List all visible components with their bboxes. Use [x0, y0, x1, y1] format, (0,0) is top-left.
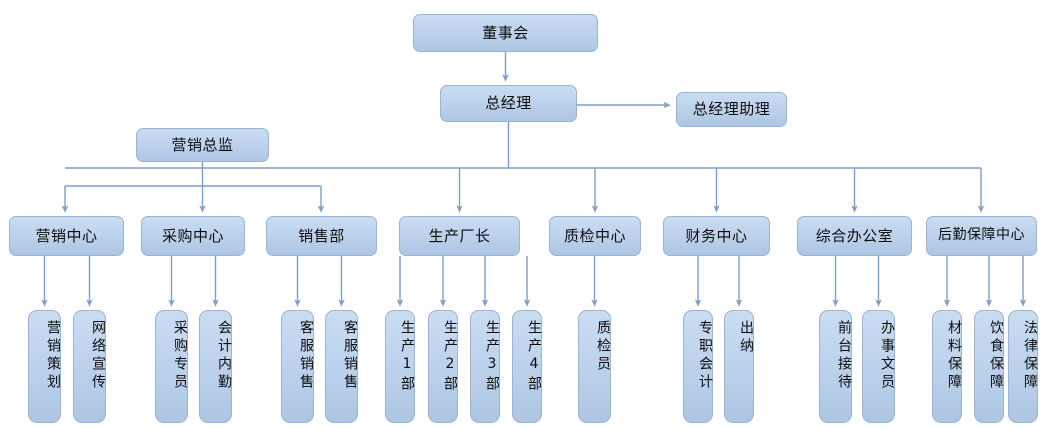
- node-full-accountant[interactable]: 专职会计: [683, 310, 713, 423]
- node-office-clerk[interactable]: 办事文员: [862, 310, 895, 423]
- node-logistics-center[interactable]: 后勤保障中心: [926, 216, 1037, 256]
- node-legal-support[interactable]: 法律保障: [1008, 310, 1038, 423]
- node-finance-center[interactable]: 财务中心: [663, 216, 770, 256]
- node-marketing-director[interactable]: 营销总监: [136, 128, 269, 162]
- node-network-promotion[interactable]: 网络宣传: [73, 310, 106, 423]
- node-general-office[interactable]: 综合办公室: [797, 216, 912, 256]
- node-marketing-planning[interactable]: 营销策划: [28, 310, 61, 423]
- node-production-4[interactable]: 生产4部: [512, 310, 542, 423]
- node-general-manager[interactable]: 总经理: [440, 85, 577, 122]
- node-purchasing-center[interactable]: 采购中心: [141, 216, 245, 256]
- node-front-desk[interactable]: 前台接待: [819, 310, 852, 423]
- node-board[interactable]: 董事会: [413, 14, 598, 52]
- node-sales-dept[interactable]: 销售部: [266, 216, 377, 256]
- node-cashier[interactable]: 出纳: [724, 310, 754, 423]
- node-customer-sales-1[interactable]: 客服销售: [281, 310, 314, 423]
- node-purchasing-officer[interactable]: 采购专员: [155, 310, 188, 423]
- node-general-manager-assistant[interactable]: 总经理助理: [676, 92, 787, 127]
- node-production-chief[interactable]: 生产厂长: [399, 216, 520, 256]
- node-qc-inspector[interactable]: 质检员: [578, 310, 611, 423]
- node-marketing-center[interactable]: 营销中心: [9, 216, 124, 256]
- node-material-support[interactable]: 材料保障: [932, 310, 962, 423]
- node-production-2[interactable]: 生产2部: [428, 310, 458, 423]
- node-customer-sales-2[interactable]: 客服销售: [325, 310, 358, 423]
- node-qc-center[interactable]: 质检中心: [549, 216, 641, 256]
- node-accounting-clerk[interactable]: 会计内勤: [199, 310, 232, 423]
- node-production-3[interactable]: 生产3部: [470, 310, 500, 423]
- node-production-1[interactable]: 生产1部: [385, 310, 415, 423]
- node-catering-support[interactable]: 饮食保障: [974, 310, 1004, 423]
